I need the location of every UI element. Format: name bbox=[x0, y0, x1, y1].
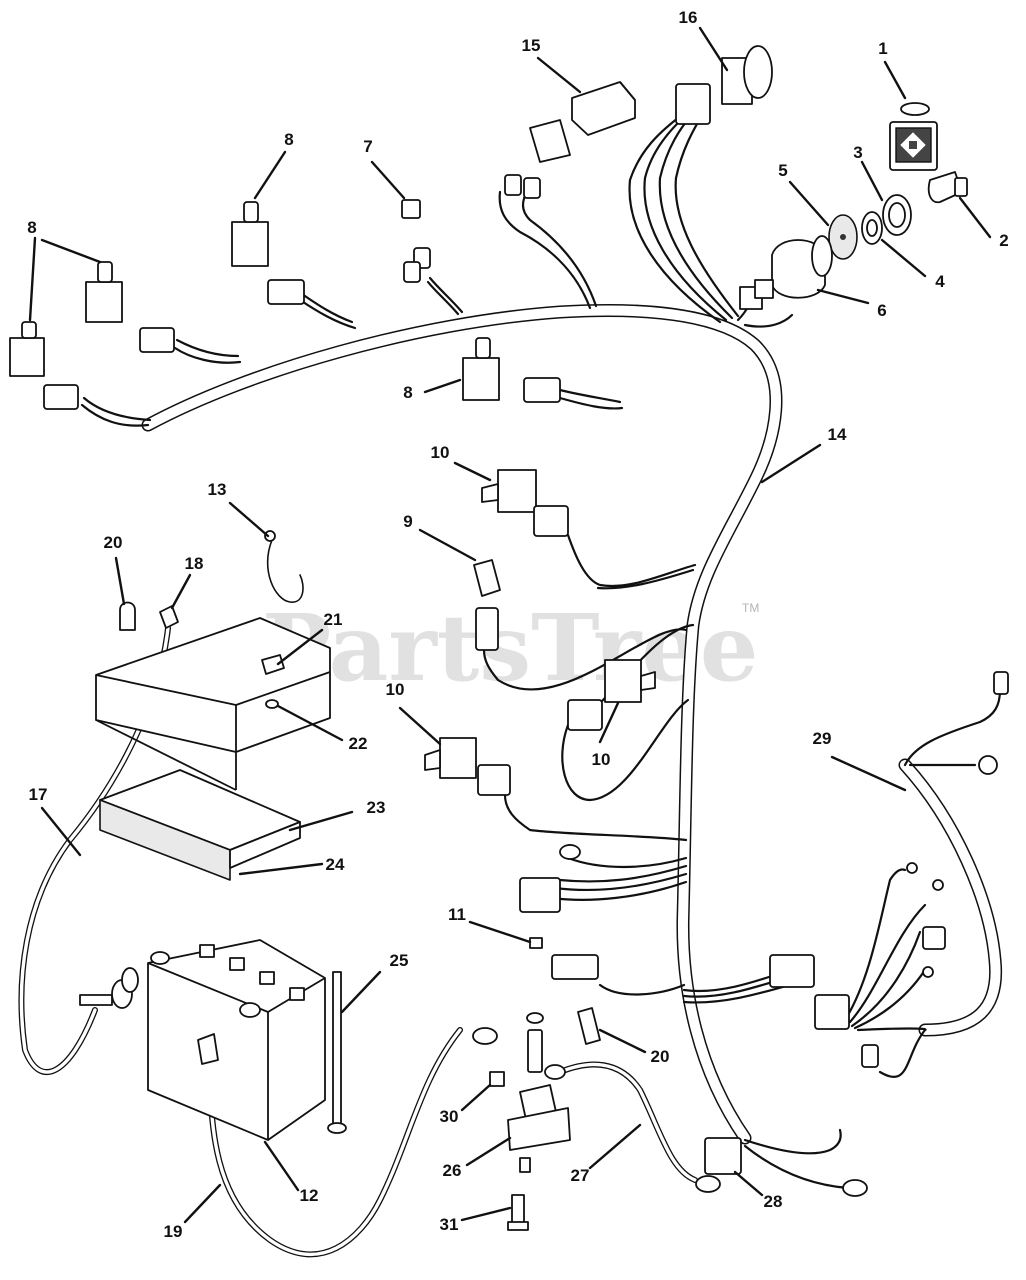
callout-12: 12 bbox=[300, 1186, 319, 1205]
callout-21: 21 bbox=[324, 610, 343, 629]
key-part-2 bbox=[927, 171, 968, 204]
callout-7: 7 bbox=[363, 137, 372, 156]
relay-10-lower bbox=[424, 737, 511, 796]
callout-17: 17 bbox=[29, 785, 48, 804]
callout-3: 3 bbox=[853, 143, 862, 162]
decal-part-1 bbox=[889, 102, 938, 171]
callout-labels: 1 2 3 4 5 6 7 8 8 8 9 10 10 10 11 12 13 … bbox=[27, 8, 1008, 1241]
nut-part-30 bbox=[489, 1071, 505, 1087]
terminal-part-18 bbox=[159, 605, 179, 629]
ring-terminals bbox=[472, 844, 868, 1197]
plunger-switch-8-top bbox=[231, 201, 305, 305]
hold-down-rod-part-25 bbox=[327, 971, 347, 1134]
callout-13: 13 bbox=[208, 480, 227, 499]
watermark: PartsTree bbox=[262, 594, 758, 702]
callout-20-lower: 20 bbox=[651, 1047, 670, 1066]
bolt-part-31 bbox=[507, 1194, 529, 1231]
callout-29: 29 bbox=[813, 729, 832, 748]
fuse-part-11 bbox=[529, 937, 599, 980]
battery-cables bbox=[18, 625, 698, 1258]
secondary-wire-harness bbox=[898, 758, 1003, 1037]
callout-1: 1 bbox=[878, 39, 887, 58]
callout-9: 9 bbox=[403, 512, 412, 531]
callout-10-middle: 10 bbox=[592, 750, 611, 769]
plunger-switch-8-left-lower bbox=[9, 321, 79, 410]
callout-4: 4 bbox=[935, 272, 945, 291]
hook-part-13 bbox=[264, 530, 304, 603]
callout-26: 26 bbox=[443, 1161, 462, 1180]
callout-19: 19 bbox=[164, 1222, 183, 1241]
callout-14: 14 bbox=[828, 425, 847, 444]
nut-part-4 bbox=[861, 211, 883, 245]
bolt-part-20-top bbox=[119, 601, 136, 631]
callout-18: 18 bbox=[185, 554, 204, 573]
callout-2: 2 bbox=[999, 231, 1008, 250]
main-wire-harness bbox=[141, 304, 783, 1145]
callout-25: 25 bbox=[390, 951, 409, 970]
relay-10-middle bbox=[567, 659, 656, 731]
watermark-trademark: TM bbox=[742, 601, 759, 615]
callout-22: 22 bbox=[349, 734, 368, 753]
plunger-switch-8-center bbox=[462, 337, 561, 403]
relay-part-28 bbox=[704, 1137, 742, 1175]
callout-20-top: 20 bbox=[104, 533, 123, 552]
solenoid-part-26 bbox=[507, 1012, 571, 1173]
switch-part-15 bbox=[504, 81, 636, 199]
callout-23: 23 bbox=[367, 798, 386, 817]
fuse-holder-part-9 bbox=[473, 559, 501, 651]
switch-part-16 bbox=[675, 45, 773, 125]
callout-31: 31 bbox=[440, 1215, 459, 1234]
callout-11: 11 bbox=[448, 905, 466, 924]
callout-8-center: 8 bbox=[403, 383, 412, 402]
callout-10-top: 10 bbox=[431, 443, 450, 462]
bolt-part-20-lower bbox=[577, 1007, 601, 1045]
callout-27: 27 bbox=[571, 1166, 590, 1185]
relay-10-top bbox=[481, 469, 569, 537]
callout-28: 28 bbox=[764, 1192, 783, 1211]
callout-8-top: 8 bbox=[284, 130, 293, 149]
callout-8-left: 8 bbox=[27, 218, 36, 237]
battery-bolt bbox=[79, 967, 139, 1009]
battery-part-12 bbox=[147, 939, 326, 1141]
callout-30: 30 bbox=[440, 1107, 459, 1126]
callout-5: 5 bbox=[778, 161, 787, 180]
callout-16: 16 bbox=[679, 8, 698, 27]
washer-part-5 bbox=[828, 214, 858, 260]
bezel-part-3 bbox=[882, 194, 912, 236]
clip-part-7 bbox=[401, 199, 431, 283]
ignition-switch-part-6 bbox=[739, 235, 833, 310]
callout-15: 15 bbox=[522, 36, 541, 55]
connector-group-right bbox=[769, 671, 1009, 1068]
callout-24: 24 bbox=[326, 855, 345, 874]
wires bbox=[80, 110, 1002, 1190]
callout-6: 6 bbox=[877, 301, 886, 320]
battery-cover-part-22 bbox=[95, 617, 331, 791]
battery-tray-part-23 bbox=[99, 769, 301, 881]
callout-10-lower: 10 bbox=[386, 680, 405, 699]
wingnut-part-21 bbox=[261, 654, 285, 675]
plunger-switch-8-left-upper bbox=[85, 261, 175, 353]
leader-lines bbox=[28, 26, 992, 1224]
